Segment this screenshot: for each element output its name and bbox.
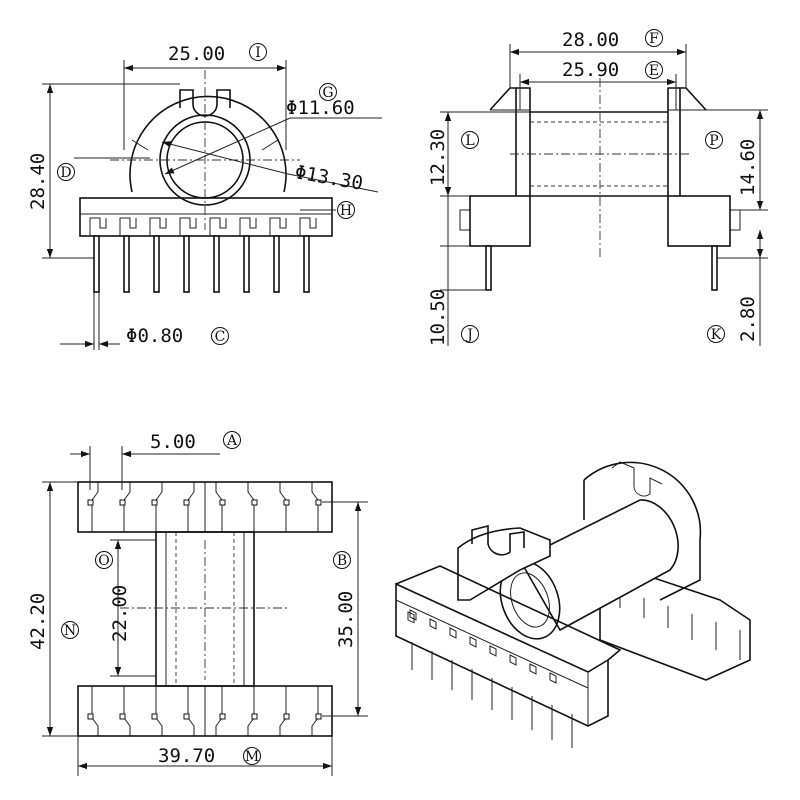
bottom-overall-height-label: N <box>64 623 76 639</box>
row-span-dim: 35.00 <box>335 591 357 648</box>
side-pin-offset-dim: 2.80 <box>737 296 759 342</box>
isometric-view <box>395 461 751 748</box>
side-left-height-dim: 12.30 <box>427 129 449 186</box>
pin-pitch-dim: 5.00 <box>150 431 196 453</box>
core-dim: 22.00 <box>109 585 131 642</box>
side-pin-length-dim: 10.50 <box>427 289 449 346</box>
outer-dia-dim: Φ13.30 <box>293 161 364 195</box>
pin-dia-label: C <box>215 329 226 345</box>
side-right-height-label: P <box>709 133 718 149</box>
side-winding-width-label: E <box>649 63 659 79</box>
bottom-overall-width-dim: 39.70 <box>158 745 215 767</box>
front-height-label: D <box>60 165 71 181</box>
inner-dia-dim: Φ11.60 <box>286 97 355 119</box>
pin-dia-dim: Φ0.80 <box>126 325 183 347</box>
front-width-label: I <box>255 45 261 61</box>
front-height-dim: 28.40 <box>27 153 49 210</box>
side-overall-width-label: F <box>649 31 659 47</box>
side-pin-length-label: J <box>465 327 473 343</box>
side-winding-width-dim: 25.90 <box>562 59 619 81</box>
pin-pitch-label: A <box>226 433 238 449</box>
base-label: H <box>340 203 352 219</box>
bottom-overall-height-dim: 42.20 <box>27 593 49 650</box>
side-view: 28.00 F 25.90 E 12.30 L 14.60 P 10.50 J <box>427 29 768 346</box>
row-span-label: B <box>337 553 347 569</box>
inner-dia-label: G <box>322 85 333 101</box>
core-label: O <box>98 553 109 569</box>
front-view: 25.00 I 28.40 D Φ11.60 G Φ13.30 H Φ0.80 … <box>27 43 382 350</box>
side-pin-offset-label: K <box>711 327 722 343</box>
bottom-overall-width-label: M <box>245 749 259 765</box>
side-overall-width-dim: 28.00 <box>562 29 619 51</box>
front-width-dim: 25.00 <box>168 43 225 65</box>
bottom-view: 5.00 A 42.20 N 22.00 O 35.00 B 39.70 M <box>27 431 368 776</box>
side-left-height-label: L <box>465 133 474 149</box>
side-right-height-dim: 14.60 <box>737 139 759 196</box>
